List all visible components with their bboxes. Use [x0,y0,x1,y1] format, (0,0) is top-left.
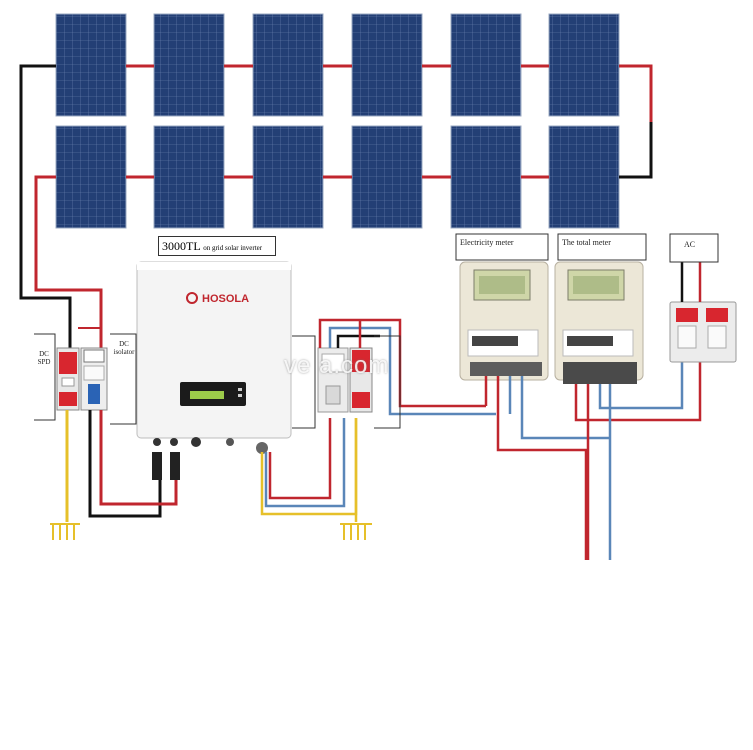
solar-panel [548,13,620,117]
inverter-subtitle: on grid solar inverter [203,244,263,252]
ac-spd-device [349,347,373,413]
solar-panel-row-top [55,13,620,117]
electricity-meter-device [459,261,549,381]
ground-symbol-ac [340,523,372,540]
inverter-model: 3000TL [162,239,201,253]
solar-panel [55,125,127,229]
dc-spd-label: DC SPD [37,350,51,366]
inverter-brand: HOSOLA [202,293,249,305]
solar-panel [351,13,423,117]
ac-label: AC [684,240,696,249]
dc-isolator-label: DC isolator [113,340,135,356]
inverter-title-box: 3000TL on grid solar inverter [158,236,276,256]
solar-panel [450,13,522,117]
solar-panel [252,125,324,229]
total-meter-device [554,261,644,384]
ground-symbol-dc [50,523,80,540]
electricity-meter-wires [484,376,610,560]
solar-panel [55,13,127,117]
dc-side-wires [65,327,178,522]
ac-main-wires [680,262,702,302]
panel-string-wires [19,64,653,352]
dc-isolator-device [80,347,108,411]
solar-panel [450,125,522,229]
solar-panel [153,125,225,229]
ac-main-breaker-device [669,301,737,363]
solar-panel [252,13,324,117]
watermark: ve a.com [284,352,390,379]
solar-panel-array [55,13,620,229]
meter-feed-wires [318,318,496,416]
inverter-unit [136,261,292,480]
brand-logo-icon [186,292,198,304]
ac-breaker-device [317,347,349,413]
solar-panel [548,125,620,229]
ac-output-wires [260,418,358,522]
total-meter-wires [574,350,702,560]
solar-panel-row-bottom [55,125,620,229]
dc-spd-device [56,347,80,411]
total-meter-label: The total meter [562,238,611,247]
label-frames [34,233,719,429]
electricity-meter-label: Electricity meter [460,238,514,247]
solar-panel [351,125,423,229]
solar-panel [153,13,225,117]
